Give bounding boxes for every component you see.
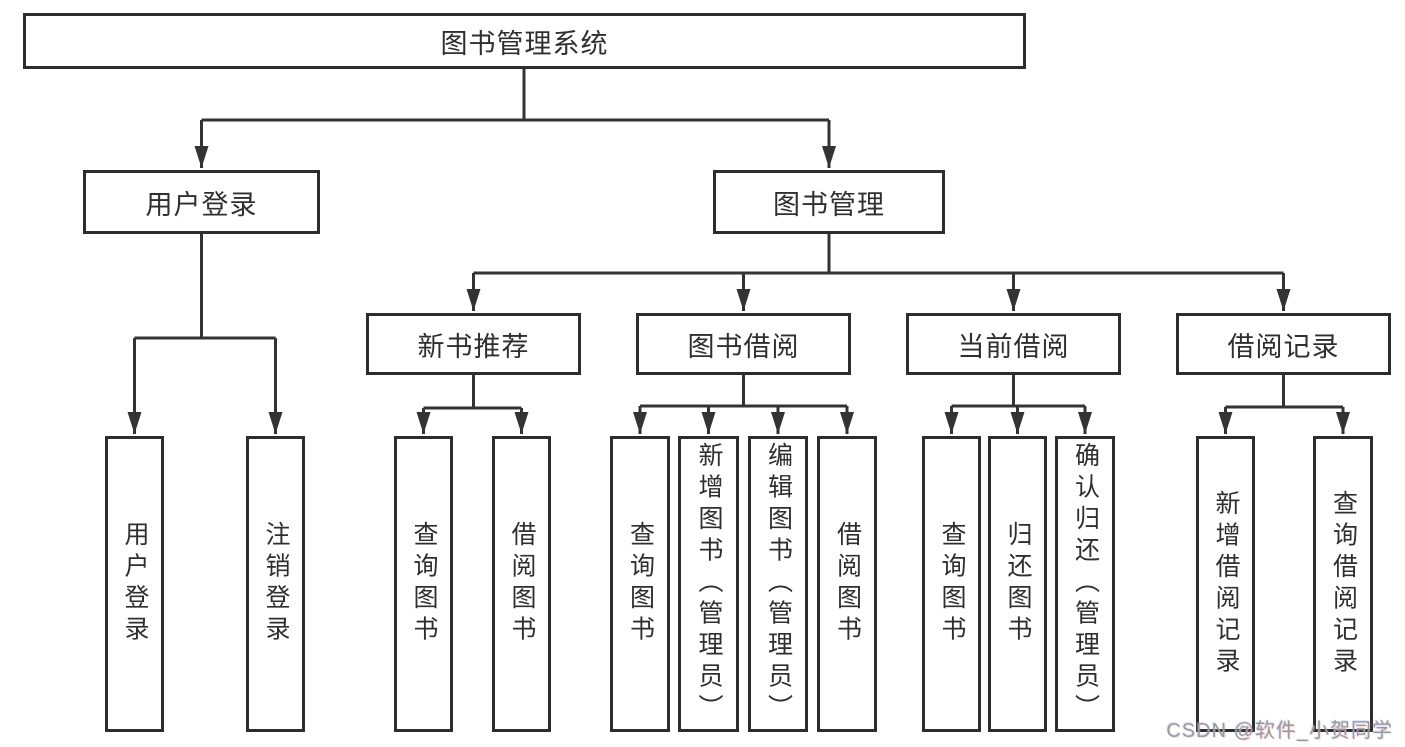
leaf-add-borrow-record: 新增借阅记录 <box>1196 436 1255 732</box>
node-label: 查询借阅记录 <box>1329 489 1358 679</box>
node-label: 注销登录 <box>262 521 290 647</box>
leaf-add-book-admin: 新增图书（管理员） <box>678 436 739 732</box>
node-label: 归还图书 <box>1004 521 1032 647</box>
leaf-return-book: 归还图书 <box>988 436 1047 732</box>
node-label: 借阅记录 <box>1227 331 1340 362</box>
node-new-book-recommendation: 新书推荐 <box>366 313 581 375</box>
node-label: 借阅图书 <box>833 521 862 647</box>
node-label: 新书推荐 <box>417 331 530 362</box>
leaf-query-borrow-record: 查询借阅记录 <box>1313 436 1373 732</box>
node-borrowing-records: 借阅记录 <box>1176 313 1391 375</box>
leaf-query-books-current: 查询图书 <box>922 436 981 732</box>
leaf-borrow-books-borrowing: 借阅图书 <box>817 436 877 732</box>
leaf-query-books-borrowing: 查询图书 <box>610 436 670 732</box>
node-book-management: 图书管理 <box>713 170 945 234</box>
node-label: 查询图书 <box>626 521 655 647</box>
node-label: 当前借阅 <box>957 331 1070 362</box>
leaf-confirm-return-admin: 确认归还（管理员） <box>1055 436 1115 732</box>
node-label: 用户登录 <box>145 189 258 220</box>
node-book-borrowing: 图书借阅 <box>636 313 851 375</box>
leaf-logout: 注销登录 <box>246 436 305 732</box>
node-label: 编辑图书（管理员） <box>764 442 793 726</box>
node-label: 确认归还（管理员） <box>1071 442 1100 726</box>
csdn-watermark: CSDN @软件_小贺同学 <box>1166 720 1393 742</box>
node-label: 图书管理 <box>773 189 885 220</box>
leaf-user-login: 用户登录 <box>105 436 164 732</box>
node-label: 图书借阅 <box>687 331 800 362</box>
node-label: 新增图书（管理员） <box>695 442 723 726</box>
leaf-borrow-books-recommend: 借阅图书 <box>492 436 551 732</box>
node-label: 查询图书 <box>410 521 438 647</box>
node-library-management-system: 图书管理系统 <box>23 13 1026 69</box>
node-current-borrowing: 当前借阅 <box>906 313 1121 375</box>
node-label: 查询图书 <box>938 521 966 647</box>
leaf-edit-book-admin: 编辑图书（管理员） <box>748 436 808 732</box>
node-label: 借阅图书 <box>508 521 536 647</box>
leaf-query-books-recommend: 查询图书 <box>394 436 453 732</box>
node-label: 用户登录 <box>121 521 149 647</box>
node-label: 新增借阅记录 <box>1212 489 1240 679</box>
node-label: 图书管理系统 <box>440 28 609 59</box>
node-user-login: 用户登录 <box>83 170 320 234</box>
